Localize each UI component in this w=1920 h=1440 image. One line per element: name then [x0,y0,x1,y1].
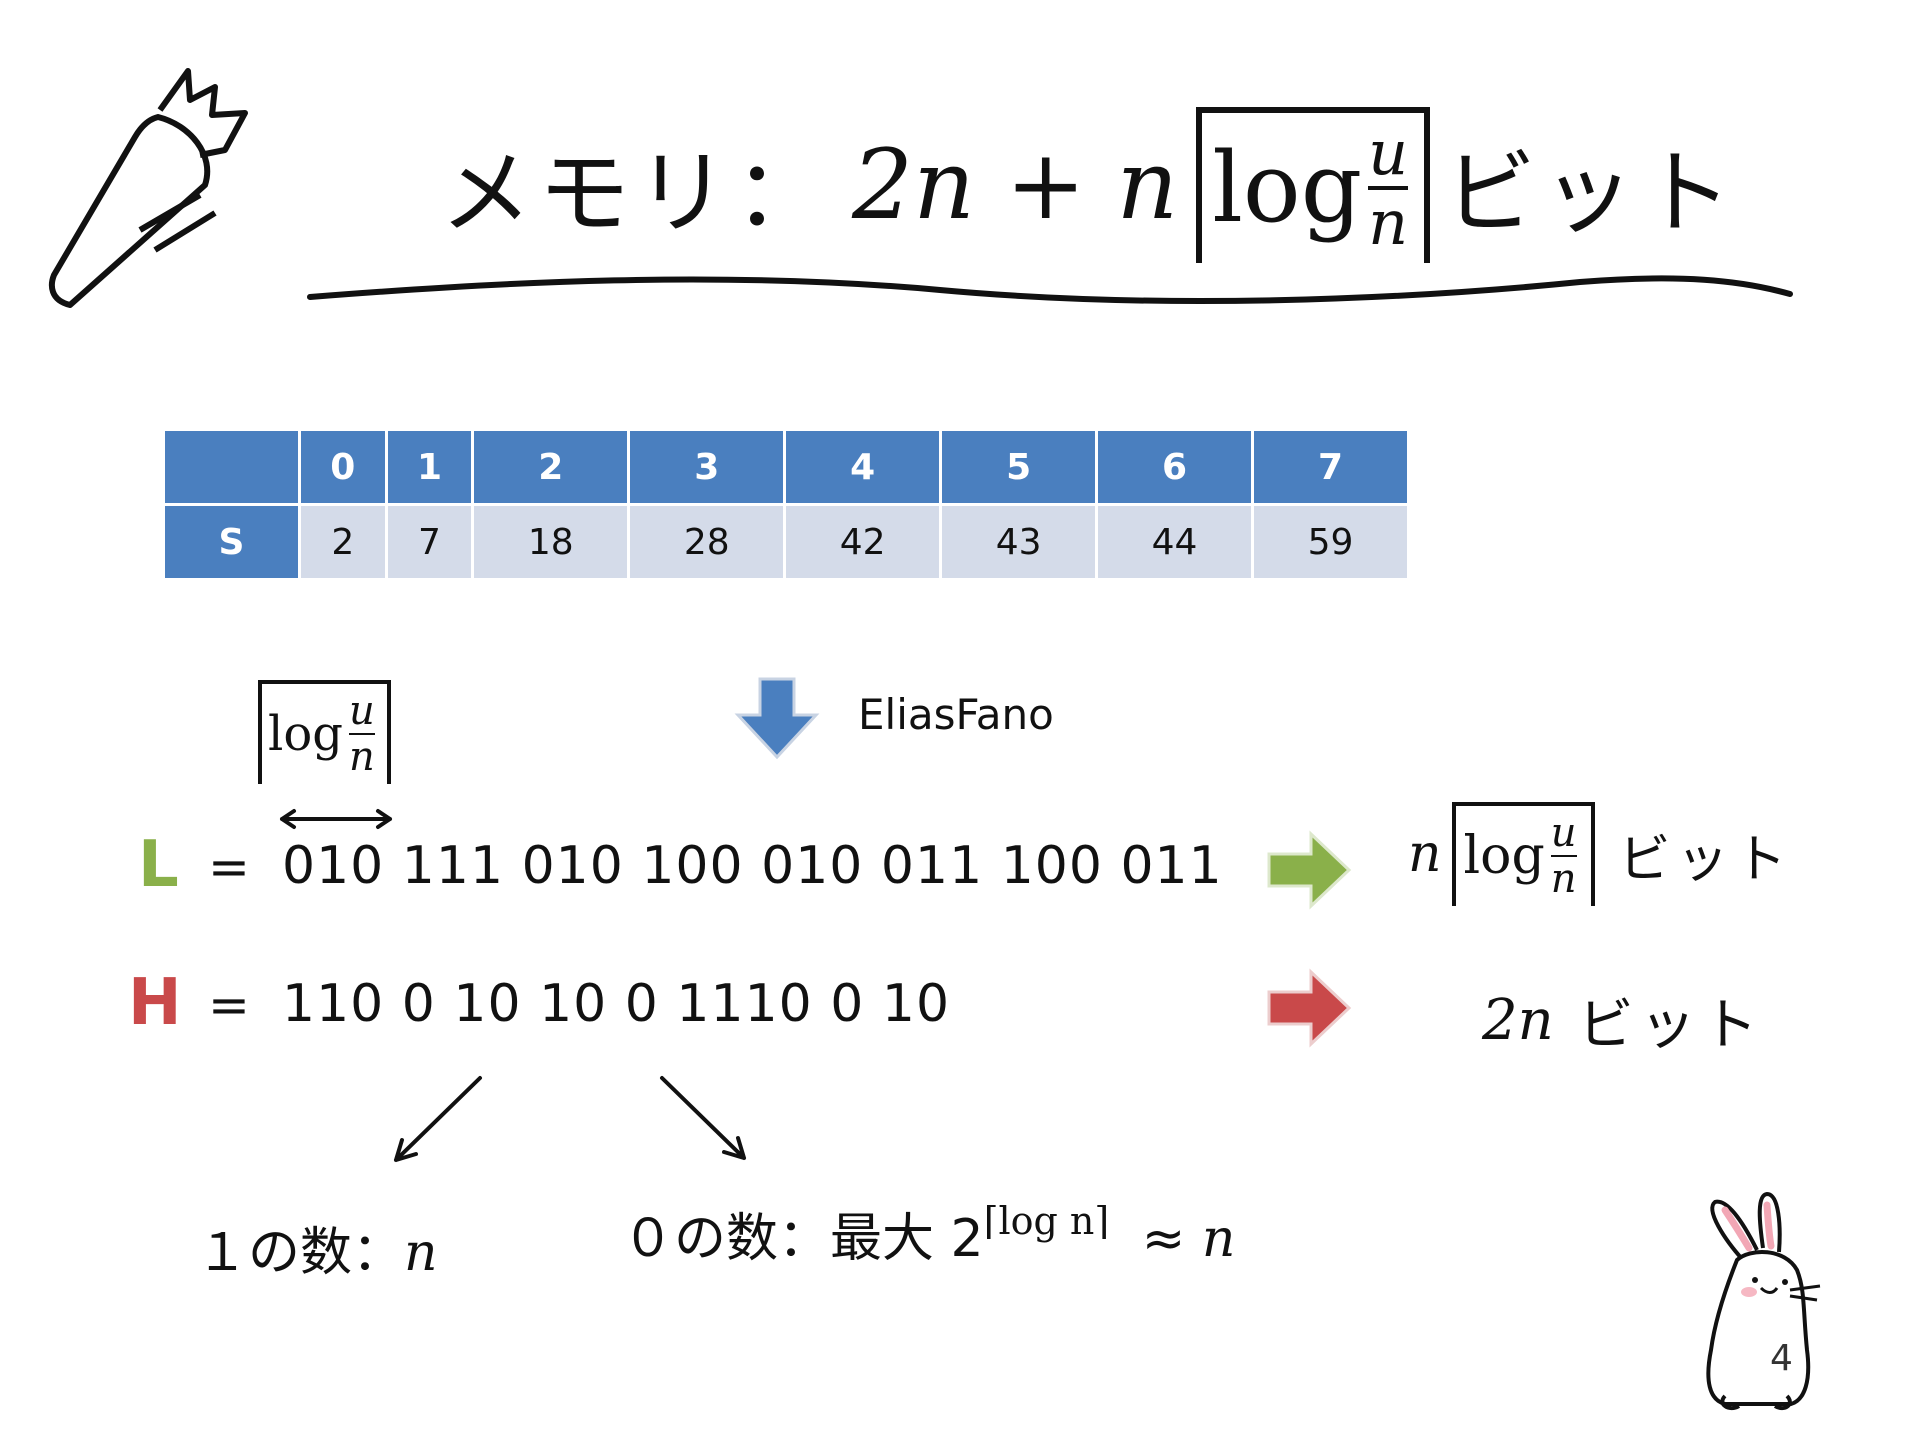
high-bits-equals: = [208,976,250,1034]
table-row-label: S [165,506,298,578]
annotation-ceil-bracket: log u n [258,680,391,784]
high-size-unit: ビット [1577,993,1764,1058]
green-arrow-icon [1267,830,1352,910]
red-arrow-icon [1267,968,1352,1048]
width-annotation: log u n [258,680,391,784]
table-header-cell [165,431,298,503]
title-underline [307,275,1793,305]
table-row: S 2 7 18 28 42 43 44 59 [165,506,1407,578]
slide-title: メモリ： 2n + n log u n ビット [440,100,1738,270]
table-header-cell: 4 [786,431,940,503]
zeros-count-value: n [1201,1209,1236,1269]
annotation-frac-num: u [348,688,375,734]
title-frac-num: u [1368,116,1409,189]
high-bits-size: 2n ビット [1482,980,1764,1061]
table-cell: 28 [630,506,784,578]
high-bits-sequence: 110 0 10 10 0 1110 0 10 [282,974,951,1034]
title-fraction: u n [1368,116,1409,259]
low-size-den: n [1550,856,1577,902]
table-cell: 43 [942,506,1096,578]
rabbit-illustration [1706,1191,1821,1411]
carrot-illustration [49,68,248,308]
zeros-count-exponent: ⌈log n⌉ [983,1199,1110,1243]
table-header-cell: 6 [1098,431,1251,503]
table-header-cell: 0 [301,431,385,503]
down-arrow-icon [734,677,820,760]
title-log: log [1212,132,1363,244]
width-double-arrow [280,809,392,829]
ones-count-value: n [404,1223,438,1283]
table-cell: 42 [786,506,940,578]
table-header-row: 0 1 2 3 4 5 6 7 [165,431,1407,503]
title-frac-den: n [1368,186,1409,259]
table-cell: 7 [387,506,472,578]
annotation-fraction: u n [348,688,375,780]
low-size-unit: ビット [1618,829,1793,890]
low-size-bar [1550,855,1577,857]
annotation-frac-den: n [348,734,375,780]
title-formula-lead: 2n + n [852,129,1179,241]
low-bits-size: n log u n ビット [1408,802,1793,906]
low-size-var: n [1408,824,1442,884]
annotation-log: log [268,706,343,762]
table-cell: 44 [1098,506,1251,578]
low-bits-sequence: 010 111 010 100 010 011 100 011 [282,836,1223,896]
sequence-table: 0 1 2 3 4 5 6 7 S 2 7 18 28 42 43 44 59 [162,428,1410,581]
zeros-count-approx: ≈ [1141,1209,1186,1269]
table-header-cell: 3 [630,431,784,503]
zeros-count-label: ０の数：最大 2 [622,1209,984,1269]
ones-count: １の数：n [196,1210,438,1285]
table-header-cell: 1 [387,431,472,503]
low-bits-label: L [138,828,179,902]
ones-count-label: １の数： [196,1223,405,1283]
title-suffix: ビット [1444,139,1739,247]
low-size-log: log [1463,826,1545,886]
table-cell: 18 [474,506,628,578]
table-header-cell: 7 [1254,431,1407,503]
title-prefix: メモリ： [440,139,833,247]
low-size-num: u [1550,810,1577,856]
low-size-ceil: log u n [1451,802,1595,906]
encoding-method-label: EliasFano [858,690,1054,739]
high-size-var: 2n [1482,988,1554,1053]
page-number: 4 [1770,1338,1793,1379]
table-cell: 59 [1254,506,1407,578]
table-cell: 2 [301,506,385,578]
annotation-frac-bar [348,733,375,735]
high-bits-label: H [128,966,182,1040]
table-header-cell: 5 [942,431,1096,503]
low-bits-equals: = [208,838,250,896]
split-arrows [394,1076,746,1162]
zeros-count: ０の数：最大 2⌈log n⌉ ≈ n [622,1196,1235,1271]
low-size-fraction: u n [1550,810,1577,902]
title-frac-bar [1368,186,1409,190]
title-ceil-bracket: log u n [1196,107,1431,263]
table-header-cell: 2 [474,431,628,503]
